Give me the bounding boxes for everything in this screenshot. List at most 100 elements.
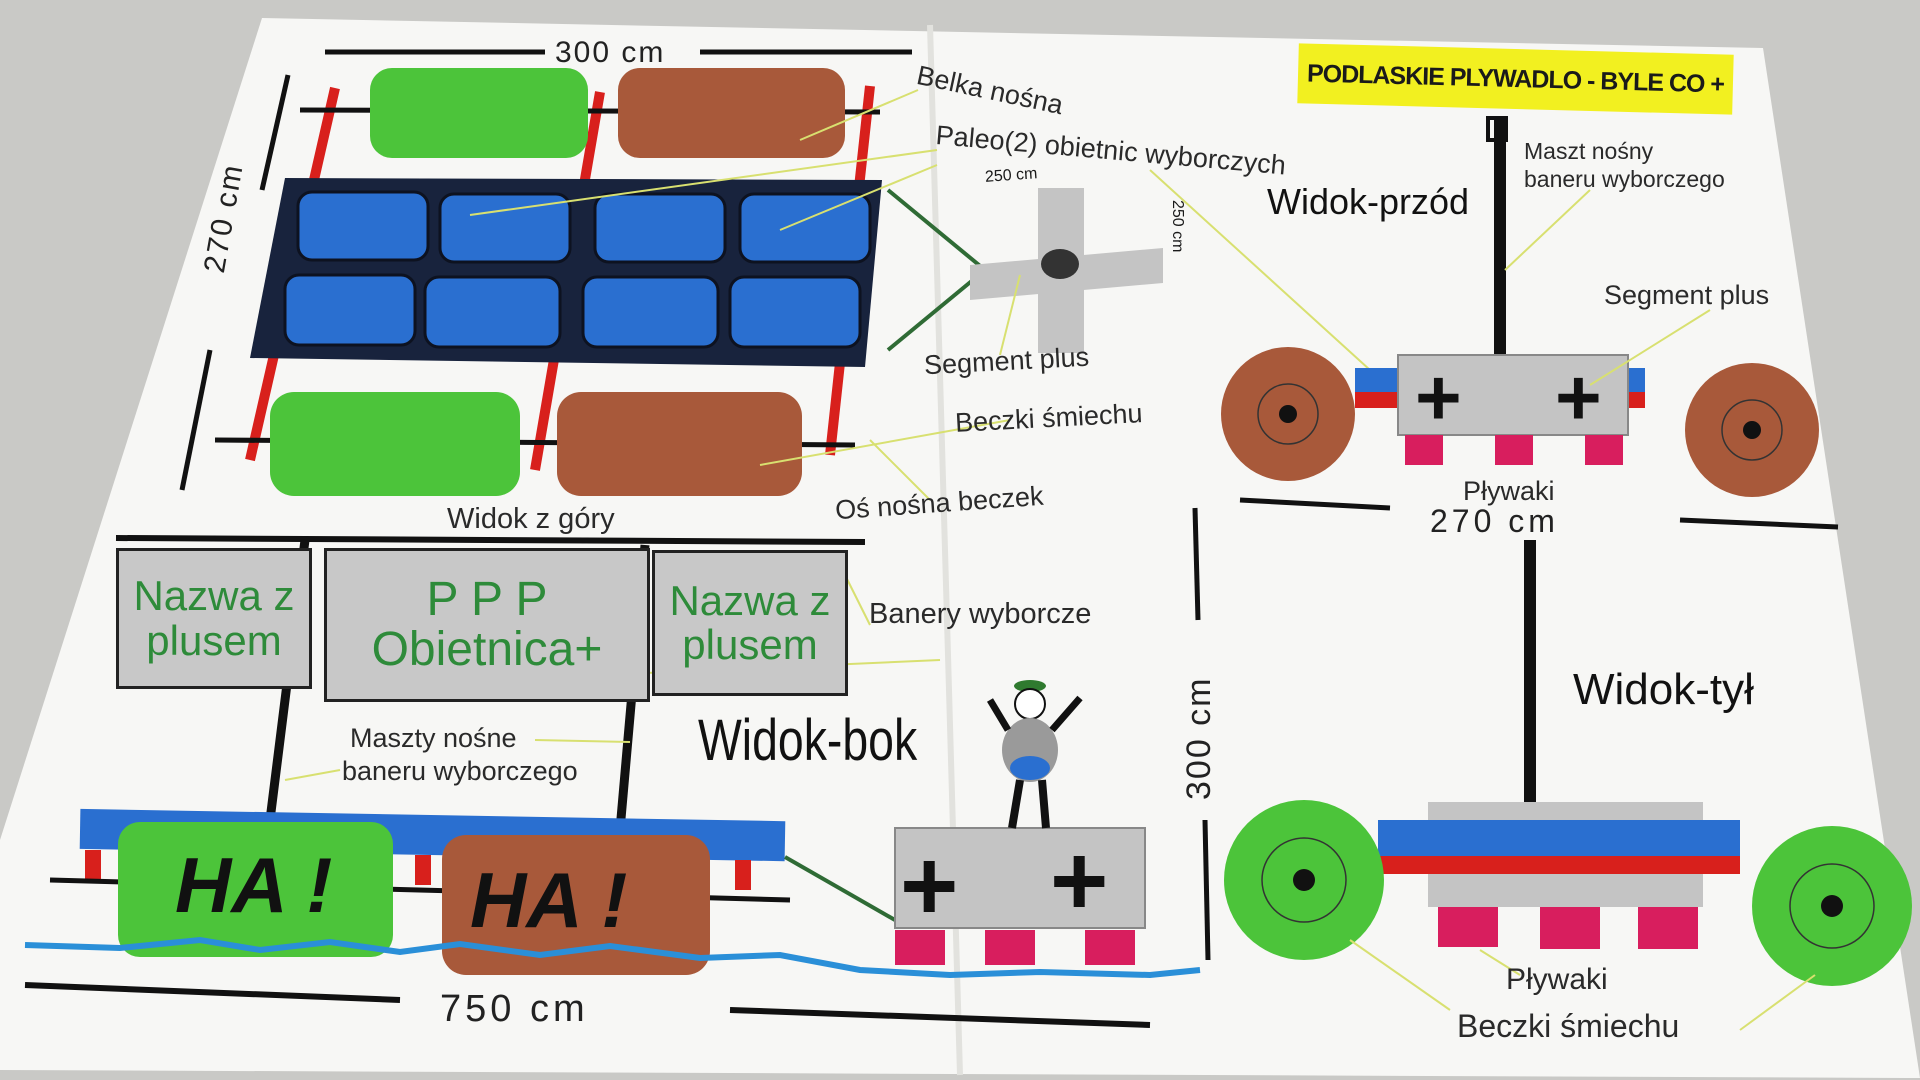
label-segment-plus-front: Segment plus	[1604, 280, 1770, 310]
barrel-brown	[442, 835, 710, 975]
segment-dim-vertical: 250 cm	[1169, 200, 1186, 253]
label-mast-2: baneru wyborczego	[1524, 166, 1725, 192]
barrel-brown	[557, 392, 802, 496]
barrel-brown	[618, 68, 845, 158]
float	[1438, 907, 1498, 947]
banner-name-1: Nazwa z plusem	[116, 548, 312, 689]
plus-sign: +	[1050, 825, 1108, 937]
leader-line	[1149, 169, 1371, 371]
barrel-green	[118, 822, 393, 957]
figure-leg	[1038, 779, 1050, 829]
red-post	[415, 855, 431, 885]
banner-line: plusem	[146, 616, 282, 664]
wheel-ring	[1789, 863, 1875, 949]
front-view-caption: Widok-przód	[1267, 181, 1470, 222]
float	[1540, 907, 1600, 949]
dim-arrow-300-top	[1192, 507, 1201, 621]
plus-sign: +	[1555, 353, 1602, 442]
water-line	[24, 936, 1201, 979]
mast	[1524, 540, 1536, 825]
label-mast-1: Maszt nośny	[1524, 138, 1654, 164]
panel-cells	[283, 190, 872, 349]
dim-arrow-750-left	[24, 982, 401, 1003]
label-floats-back: Pływaki	[1506, 963, 1608, 996]
red-post	[735, 860, 751, 890]
dim-arrow-270-bottom	[179, 349, 213, 491]
barrel-green	[270, 392, 520, 496]
float	[1585, 435, 1623, 465]
red-post	[85, 850, 101, 880]
link-line	[784, 855, 896, 922]
mast-flag	[1486, 116, 1508, 142]
barrel-green	[370, 68, 588, 158]
barrel-text-green: HA !	[175, 841, 333, 929]
float	[1495, 435, 1533, 465]
banner-line: P P P	[426, 572, 548, 626]
banner-line: Nazwa z	[133, 572, 295, 620]
wheel-ring	[1257, 383, 1319, 445]
float	[1405, 435, 1443, 465]
front-view: + +	[1149, 116, 1839, 530]
float	[1638, 907, 1698, 949]
wheel-hub	[1279, 405, 1297, 423]
segment-hub	[1041, 249, 1079, 279]
dim-arrow-300-bottom	[1202, 819, 1211, 961]
banner-line: Nazwa z	[669, 576, 831, 624]
leader-lines	[1349, 939, 1816, 1031]
figure-leg	[1008, 779, 1024, 829]
barrel-text-brown: HA !	[470, 856, 628, 944]
leader-lines	[469, 89, 1011, 501]
banner-name-2: Nazwa z plusem	[652, 550, 848, 696]
panel-cell	[438, 192, 572, 264]
label-barrels-back: Beczki śmiechu	[1457, 1008, 1680, 1044]
wheel-ring	[1721, 399, 1783, 461]
plus-sign: +	[1415, 353, 1462, 442]
cartoon-figure	[986, 680, 1083, 829]
wheel-hub	[1293, 869, 1315, 891]
float	[895, 930, 945, 965]
figure-arm	[1049, 695, 1083, 733]
label-floats-front: Pływaki	[1463, 476, 1555, 506]
back-view	[1192, 507, 1912, 1031]
back-height-dim: 300 cm	[1180, 676, 1218, 801]
float	[1085, 930, 1135, 965]
top-width-dim: 300 cm	[555, 36, 666, 69]
wheel-hub	[1821, 895, 1843, 917]
figure-head	[1014, 688, 1046, 720]
dim-arrow-270-right	[1679, 517, 1839, 530]
banner-top-bar	[115, 535, 866, 545]
dim-arrow-750-right	[729, 1007, 1151, 1028]
figure-belly	[1010, 756, 1050, 780]
leader-line	[1504, 189, 1591, 271]
side-length-dim: 750 cm	[440, 988, 589, 1030]
panel-cell	[283, 273, 417, 347]
mast	[1494, 118, 1506, 358]
segment-block	[1397, 354, 1629, 436]
segment-block-side	[894, 827, 1146, 929]
front-width-dim: 270 cm	[1430, 503, 1559, 539]
panel-cell	[581, 275, 720, 349]
figure-arm	[986, 698, 1012, 732]
wheel-hub	[1743, 421, 1761, 439]
top-view-caption: Widok z góry	[447, 503, 615, 535]
panel-cell	[423, 275, 562, 349]
panel-cell	[296, 190, 430, 262]
label-masts-1: Maszty nośne	[350, 723, 517, 753]
blue-bar	[1378, 820, 1740, 856]
banner-line: plusem	[682, 621, 818, 668]
wheel-ring	[1261, 837, 1347, 923]
plus-sign: +	[900, 830, 958, 942]
diagram-title: PODLASKIE PLYWADLO - BYLE CO +	[1297, 43, 1734, 115]
banner-line: Obietnica+	[371, 623, 603, 676]
dim-arrow-270-top	[259, 74, 291, 191]
leader-line	[999, 274, 1021, 356]
panel-cell	[593, 192, 727, 264]
label-masts-2: baneru wyborczego	[342, 756, 578, 786]
label-banners: Banery wyborcze	[869, 598, 1092, 630]
float	[985, 930, 1035, 965]
back-view-caption: Widok-tył	[1573, 665, 1754, 714]
dim-arrow-270-left	[1239, 497, 1391, 511]
panel-cell	[728, 275, 862, 349]
banner-ppp: P P P Obietnica+	[324, 548, 650, 702]
